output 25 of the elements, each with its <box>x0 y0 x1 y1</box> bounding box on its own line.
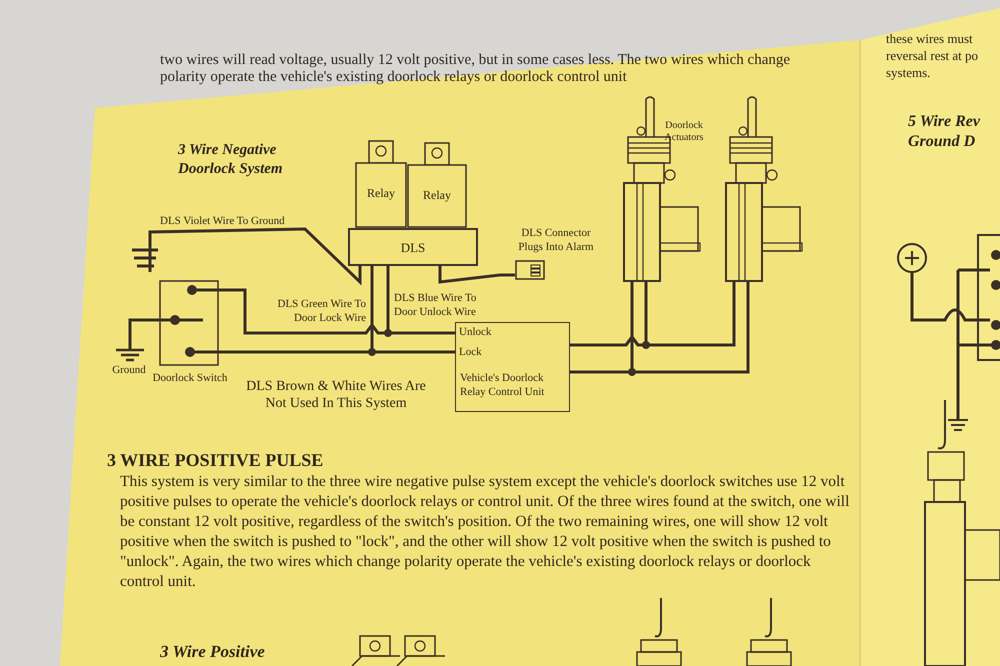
wire-label: DLS Blue Wire To Door Unlock Wire <box>394 291 478 319</box>
body-paragraph: these wires must reversal rest at po systems. <box>886 30 980 81</box>
diagram-heading: 5 Wire Rev Ground D <box>908 112 982 152</box>
wire <box>570 295 736 346</box>
connector-label: DLS Connector Plugs Into Alarm <box>517 226 595 254</box>
switch-label: Doorlock Switch <box>152 372 228 385</box>
relay-label: Relay <box>422 188 452 203</box>
body-paragraph: two wires will read voltage, usually 12 volt positive, but in some cases less. The two wires which change polarity operate the vehicle's existing doorlock relays or doorlock control unit <box>160 52 792 86</box>
control-unit-label: Vehicle's Doorlock Relay Control Unit <box>460 371 546 399</box>
diagram-heading: 3 Wire Positive <box>160 642 265 662</box>
terminal-label: Lock <box>459 346 482 358</box>
wire-label: DLS Violet Wire To Ground <box>160 214 286 228</box>
wire <box>128 318 158 340</box>
diagram-heading: 3 Wire Negative Doorlock System <box>178 141 284 179</box>
wire <box>148 227 362 286</box>
ground-label: Ground <box>111 364 147 376</box>
section-heading: 3 WIRE POSITIVE PULSE <box>107 450 324 471</box>
note-text: DLS Brown & White Wires Are Not Used In This System <box>245 378 427 412</box>
wire-label: DLS Green Wire To Door Lock Wire <box>276 297 366 325</box>
wire <box>438 266 515 284</box>
relay-label: Relay <box>366 186 396 201</box>
body-paragraph: This system is very similar to the three wire negative pulse system except the vehicle's doorlock switches use 12 volt positive pulses to operate the vehicle's doorlock relays or control unit. Of the three wires found at the switch, one will be constant 12 volt positive, regardless of the switch's position. Of the two remaining wires, one will show 12 volt positive when the switch is pushed to "lock", and the other will show 12 volt positive when the switch is pushed to "unlock". Again, the two wires which change polarity operate the vehicle's existing doorlock relays or doorlock control unit. <box>120 472 850 592</box>
component-label: Doorlock Actuators <box>664 120 704 144</box>
module-label: DLS <box>400 240 426 256</box>
terminal-label: Unlock <box>459 326 492 338</box>
